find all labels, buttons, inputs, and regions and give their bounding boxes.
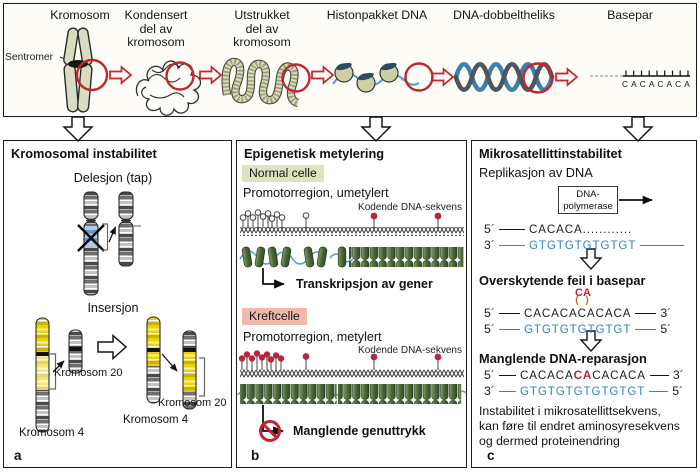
replication-heading: Replikasjon av DNA (479, 165, 593, 180)
panel-c-letter: c (487, 448, 495, 463)
strand-line (498, 228, 525, 230)
stage-label-text: Utstrukket (234, 8, 290, 22)
normal-cell-chip: Normal celle (242, 165, 324, 182)
prime-label: 5´ (484, 222, 495, 236)
stage-label-text: DNA-dobbeltheliks (453, 8, 555, 22)
strand-line (635, 328, 657, 330)
stage-label-text: kromosom (127, 35, 185, 50)
cancer-cell-chip: Kreftcelle (242, 308, 307, 325)
strand-line (649, 390, 669, 392)
cancer-coding-label: Kodende DNA-sekvens (358, 345, 462, 356)
stage-label-text: del av (139, 21, 173, 36)
prime-label: 3´ (484, 384, 495, 398)
panel-c-title: Mikrosatellittinstabilitet (479, 146, 622, 161)
bulge-sequence: CA (575, 287, 591, 299)
stage-label-text: kromosom (233, 35, 291, 50)
stage-label-text: del av (245, 21, 279, 36)
prime-label: 5´ (660, 322, 672, 336)
new-strand-row: 3´ GTGTGTGTGTGT (484, 238, 685, 252)
repair-heading: Manglende DNA-reparasjon (479, 351, 647, 366)
footnote-line: kan føre til endret aminosyresekvens (479, 419, 680, 433)
basepair-letters: CACACACA (622, 79, 693, 89)
panel-a-title: Kromosomal instabilitet (11, 146, 157, 161)
sequence-text: GTGTGTGTGTGT (528, 238, 637, 252)
seq-post: CACACA (592, 368, 646, 382)
strand-line (498, 390, 516, 392)
stage-label-histonpakket: Histonpakket DNA (317, 8, 437, 23)
strand-line (498, 374, 516, 376)
error-bottom-strand-row: 5´ GTGTGTGTGTGT 5´ (484, 322, 671, 336)
panel-a-letter: a (14, 448, 22, 463)
stage-label-text: Basepar (607, 8, 653, 22)
strand-line (635, 312, 657, 314)
chr20-left-label: Kromosom 20 (54, 367, 123, 379)
top-overview-panel (3, 3, 697, 117)
strand-line (498, 244, 525, 246)
prime-label: 3´ (672, 368, 684, 382)
panel-b-letter: b (251, 448, 260, 463)
stage-label-text: Kondensert (124, 8, 188, 22)
strand-line (649, 374, 669, 376)
strand-line (640, 244, 685, 246)
strand-line (498, 312, 520, 314)
chr4-right-label: Kromosom 4 (123, 414, 189, 426)
mutated-bottom-strand-row: 3´ GTGTGTGTGTGTGT 5´ (484, 384, 683, 398)
polymerase-line: DNA- (576, 189, 600, 200)
bulge-bracket: ( ) (575, 295, 591, 306)
prime-label: 3´ (484, 238, 495, 252)
sentromer-label: Sentromer (5, 52, 54, 63)
prime-label: 5´ (484, 368, 495, 382)
sequence-text: CACACACACACACA (520, 369, 646, 382)
panel-b-title: Epigenetisk metylering (244, 146, 385, 161)
chr20-right-label: Kromosom 20 (158, 397, 227, 409)
normal-coding-label: Kodende DNA-sekvens (358, 202, 462, 213)
sequence-text: CACACA............ (528, 222, 633, 236)
sequence-text: CACACACACACA (523, 306, 632, 320)
normal-promoter-label: Promotorregion, umetylert (243, 186, 389, 200)
sequence-text: GTGTGTGTGTGT (523, 322, 632, 336)
stage-label-basepar: Basepar (585, 8, 675, 23)
polymerase-line: polymerase (563, 200, 613, 212)
stage-label-dobbeltheliks: DNA-dobbeltheliks (444, 8, 564, 23)
dna-polymerase-box: DNA- polymerase (558, 186, 618, 214)
stage-label-text: Histonpakket DNA (326, 8, 428, 22)
cancer-promoter-label: Promotorregion, metylert (243, 330, 382, 344)
strand-line (498, 328, 520, 330)
prime-label: 5´ (484, 322, 495, 336)
error-top-strand-row: 5´ CACACACACACA 3´ (484, 306, 671, 320)
seq-mutation: CA (573, 368, 593, 382)
prime-label: 3´ (660, 306, 672, 320)
prime-label: 5´ (484, 306, 495, 320)
error-heading: Overskytende feil i basepar (479, 273, 646, 288)
chr4-left-label: Kromosom 4 (19, 427, 85, 439)
insertion-heading: Insersjon (87, 301, 139, 315)
deletion-heading: Delesjon (tap) (73, 171, 153, 185)
footnote-line: Instabilitet i mikrosatellittsekvens, (479, 404, 661, 418)
panel-c-footnote: Instabilitet i mikrosatellittsekvens, ka… (479, 404, 680, 449)
panel-down-arrow-icon (62, 116, 654, 143)
stage-label-utstrukket: Utstrukket del av kromosom (224, 8, 300, 50)
transcription-label: Transkripsjon av gener (296, 277, 433, 291)
stage-label-kromosom: Kromosom (30, 8, 130, 23)
template-strand-row: 5´ CACACA............ (484, 222, 632, 236)
mutated-top-strand-row: 5´ CACACACACACACA 3´ (484, 368, 684, 382)
no-expression-label: Manglende genuttrykk (293, 424, 426, 438)
prime-label: 5´ (672, 384, 684, 398)
footnote-line: og dermed proteinendring (479, 434, 620, 448)
sequence-text: GTGTGTGTGTGTGT (519, 384, 646, 398)
stage-label-kondensert: Kondensert del av kromosom (118, 8, 194, 50)
stage-label-text: Kromosom (50, 8, 110, 22)
seq-pre: CACACA (519, 368, 574, 382)
